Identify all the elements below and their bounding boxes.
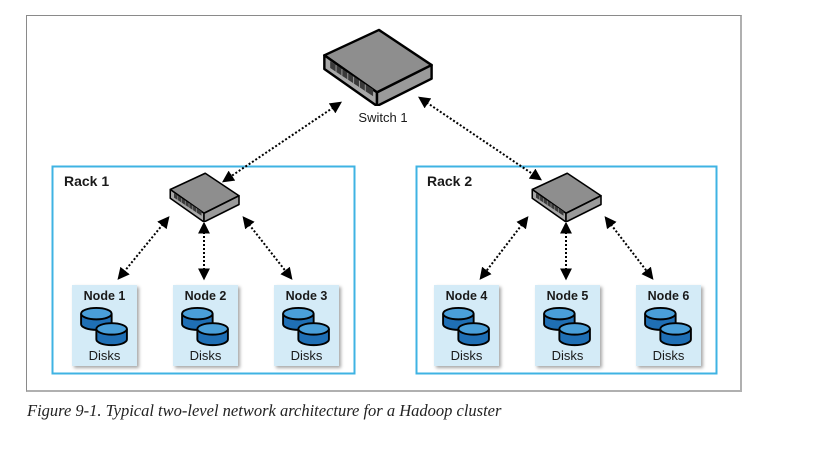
node-6: Node 6 Disks xyxy=(636,285,701,366)
rack-1-label: Rack 1 xyxy=(64,173,109,189)
link-switch1-rack2 xyxy=(418,96,542,181)
rack-1-boundary xyxy=(51,165,356,375)
node-label: Node 1 xyxy=(84,289,126,303)
core-switch-icon xyxy=(323,28,433,106)
node-1: Node 1 Disks xyxy=(72,285,137,366)
node-2: Node 2 Disks xyxy=(173,285,238,366)
disks-label: Disks xyxy=(89,348,121,363)
node-label: Node 5 xyxy=(547,289,589,303)
rack-2-label: Rack 2 xyxy=(427,173,472,189)
core-switch-label: Switch 1 xyxy=(358,110,407,125)
disks-label: Disks xyxy=(653,348,685,363)
node-label: Node 3 xyxy=(286,289,328,303)
disks-label: Disks xyxy=(451,348,483,363)
link-switch1-rack1 xyxy=(222,101,342,183)
disks-label: Disks xyxy=(190,348,222,363)
rack-1-switch-icon xyxy=(169,172,240,222)
rack-2-switch-icon xyxy=(531,172,602,222)
node-label: Node 2 xyxy=(185,289,227,303)
link-rack1-node1 xyxy=(117,216,170,280)
link-rack2-node4 xyxy=(479,216,529,280)
node-5: Node 5 Disks xyxy=(535,285,600,366)
figure-caption: Figure 9-1. Typical two-level network ar… xyxy=(27,401,502,420)
disks-label: Disks xyxy=(552,348,584,363)
node-3: Node 3 Disks xyxy=(274,285,339,366)
rack-2-boundary xyxy=(415,165,718,375)
node-label: Node 6 xyxy=(648,289,690,303)
node-label: Node 4 xyxy=(446,289,488,303)
disks-label: Disks xyxy=(291,348,323,363)
link-rack2-node6 xyxy=(604,216,654,280)
node-4: Node 4 Disks xyxy=(434,285,499,366)
link-rack1-node3 xyxy=(242,216,293,280)
